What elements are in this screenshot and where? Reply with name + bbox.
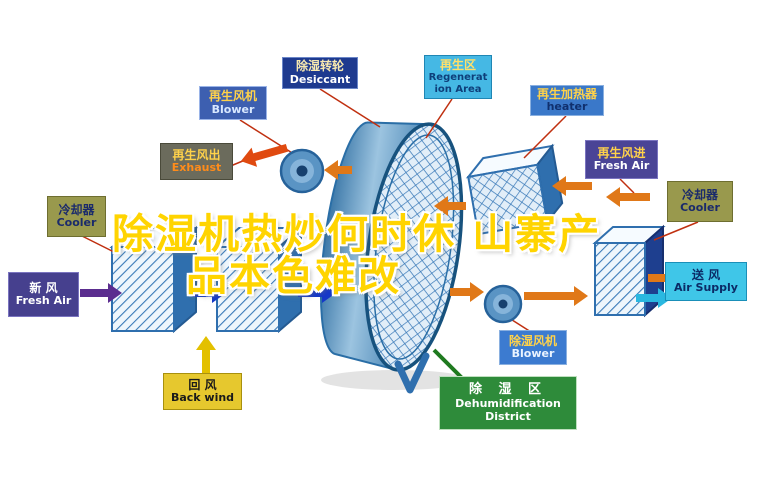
label-cooler-right: 冷却器 Cooler bbox=[667, 181, 733, 222]
label-air-supply-zh: 送 风 bbox=[691, 267, 721, 282]
regen-heater-unit bbox=[465, 143, 564, 236]
headline-line-1: 除湿机热炒何时休 山寨产 bbox=[112, 210, 602, 258]
label-desiccant-zh: 除湿转轮 bbox=[295, 59, 344, 74]
label-regen-blower-zh: 再生风机 bbox=[208, 89, 257, 104]
label-back-wind: 回 风 Back wind bbox=[163, 373, 242, 410]
arrow-fresh-air-intake bbox=[80, 283, 122, 303]
label-cooler-right-zh: 冷却器 bbox=[681, 187, 718, 202]
arrow-regen-in-2 bbox=[552, 176, 592, 196]
label-dehumid-zone-en1: Dehumidification bbox=[455, 396, 561, 410]
arrow-fan-to-cooler bbox=[524, 286, 588, 306]
headline-line-2: 品本色难改 bbox=[186, 252, 401, 300]
label-regen-area: 再生区 Regeneration Area bbox=[424, 55, 492, 99]
label-regen-heater: 再生加热器 heater bbox=[530, 85, 604, 116]
label-exhaust-en: Exhaust bbox=[171, 161, 222, 175]
label-back-wind-zh: 回 风 bbox=[188, 377, 217, 392]
label-air-supply: 送 风 Air Supply bbox=[665, 262, 747, 301]
label-cooler-left: 冷却器 Cooler bbox=[47, 196, 106, 237]
label-cooler-left-zh: 冷却器 bbox=[58, 202, 95, 217]
label-exhaust-zh: 再生风出 bbox=[172, 147, 221, 162]
label-air-supply-en: Air Supply bbox=[674, 281, 738, 295]
label-dehumid-zone-en2: District bbox=[485, 409, 531, 423]
label-regen-area-en: Regeneration Area bbox=[428, 72, 488, 96]
label-exhaust: 再生风出 Exhaust bbox=[160, 143, 233, 180]
label-regen-fresh-in-zh: 再生风进 bbox=[597, 145, 646, 160]
label-back-wind-en: Back wind bbox=[170, 391, 235, 405]
label-dehumid-blower-en: Blower bbox=[511, 347, 555, 361]
label-cooler-right-en: Cooler bbox=[680, 201, 720, 215]
label-dehumid-blower: 除湿风机 Blower bbox=[499, 330, 567, 365]
fresh-air-unit bbox=[109, 225, 199, 334]
label-dehumid-zone: 除 湿 区 Dehumidification District bbox=[439, 376, 577, 430]
arrow-unit1-to-unit2 bbox=[192, 283, 226, 303]
label-regen-fresh-in-en: Fresh Air bbox=[593, 159, 650, 173]
supply-fan bbox=[483, 284, 523, 324]
label-regen-area-zh: 再生区 bbox=[439, 58, 476, 73]
desiccant-wheel bbox=[320, 121, 464, 372]
label-desiccant: 除湿转轮 Desiccant bbox=[282, 57, 358, 89]
label-regen-blower-en: Blower bbox=[211, 102, 255, 116]
label-cooler-left-en: Cooler bbox=[56, 216, 97, 230]
label-dehumid-zone-zh: 除 湿 区 bbox=[468, 382, 548, 398]
arrow-back-wind-up bbox=[196, 336, 216, 374]
label-regen-fresh-in: 再生风进 Fresh Air bbox=[585, 140, 658, 179]
label-fresh-air-en: Fresh Air bbox=[15, 294, 72, 308]
arrow-heater-to-wheel bbox=[434, 196, 466, 216]
label-fresh-air-zh: 新 风 bbox=[29, 280, 58, 295]
mixing-unit bbox=[214, 225, 304, 334]
wheel-belt-mark bbox=[394, 352, 430, 394]
wheel-shadow bbox=[321, 370, 469, 390]
regen-fan bbox=[279, 148, 325, 194]
label-fresh-air: 新 风 Fresh Air bbox=[8, 272, 79, 317]
label-regen-heater-en: heater bbox=[546, 100, 588, 114]
arrow-air-supply bbox=[636, 288, 672, 308]
arrow-wheel-to-supply-fan bbox=[450, 282, 484, 302]
label-regen-blower: 再生风机 Blower bbox=[199, 86, 267, 120]
label-regen-heater-zh: 再生加热器 bbox=[536, 86, 597, 101]
arrow-regen-in-1 bbox=[606, 187, 650, 207]
label-dehumid-blower-zh: 除湿风机 bbox=[508, 333, 557, 348]
arrow-fan-to-exhaust bbox=[240, 143, 289, 167]
arrow-unit2-to-wheel bbox=[298, 283, 336, 303]
arrow-wheel-to-fan bbox=[324, 160, 352, 180]
label-desiccant-en: Desiccant bbox=[289, 72, 351, 86]
